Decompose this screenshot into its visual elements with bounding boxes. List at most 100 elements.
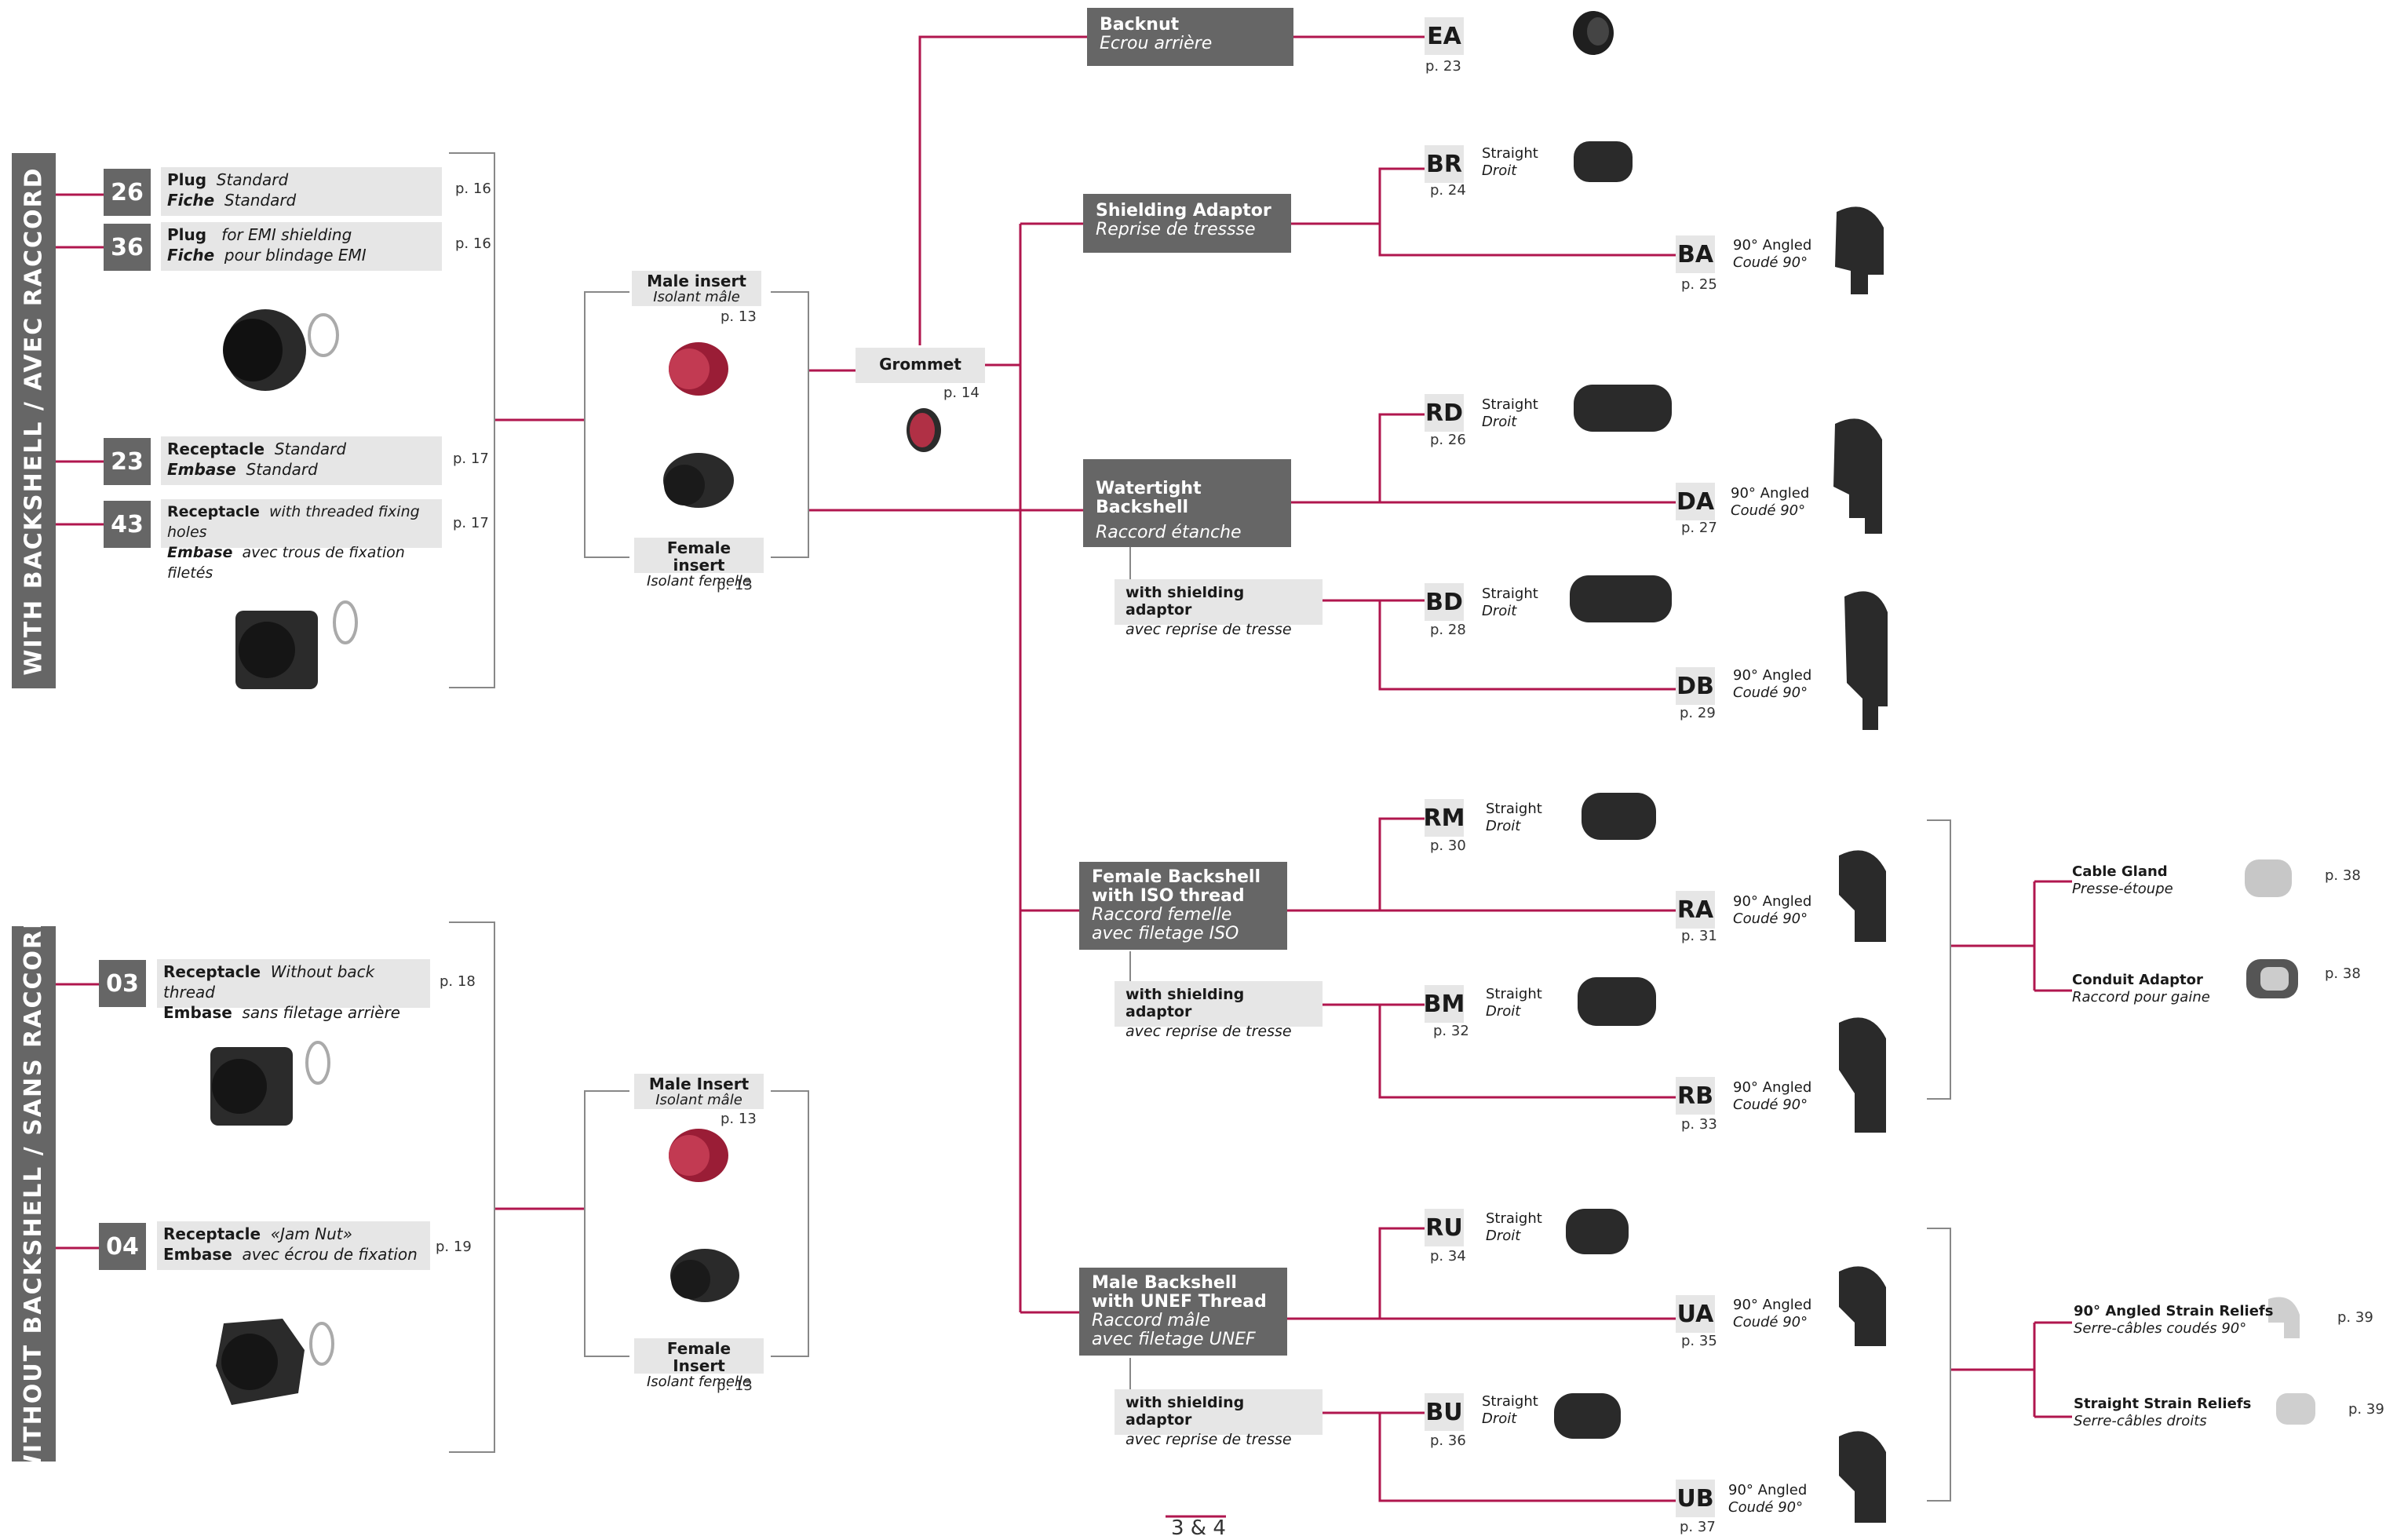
code-EA: EA: [1425, 17, 1464, 55]
connector-23-label: Receptacle Standard Embase Standard: [161, 436, 442, 485]
accessory-images: [2245, 859, 2315, 1425]
page-ref-female-insert: p. 13: [717, 577, 753, 593]
code-RD: RD: [1425, 394, 1464, 432]
page-ref-43: p. 17: [453, 515, 489, 531]
connector-images: [210, 11, 2315, 1523]
code-BM: BM: [1424, 985, 1465, 1023]
page-ref-cable-gland: p. 38: [2325, 867, 2361, 884]
receptacle-no-thread-image: [210, 1041, 330, 1126]
connector-43-label: Receptacle with threaded fixing holes Em…: [161, 499, 442, 582]
straight-backshell-images: [1554, 141, 1672, 1439]
code-DB: DB: [1676, 667, 1715, 705]
section-label-with-backshell: WITH BACKSHELL / AVEC RACCORD: [12, 153, 56, 688]
page-ref-male-insert: p. 13: [721, 308, 757, 325]
page-ref-26: p. 16: [455, 181, 491, 197]
connector-26-label: Plug Standard Fiche Standard: [161, 167, 442, 216]
code-BA: BA: [1676, 235, 1715, 273]
code-36: 36: [104, 224, 151, 271]
page-ref-DA: p. 27: [1681, 520, 1717, 536]
male-insert-image: [669, 342, 728, 396]
code-03: 03: [99, 960, 146, 1007]
page-ref-conduit-adaptor: p. 38: [2325, 965, 2361, 982]
connector-36-label: Plug for EMI shielding Fiche pour blinda…: [161, 222, 442, 271]
code-RA: RA: [1676, 891, 1715, 929]
female-backshell-box: Female Backshell with ISO thread Raccord…: [1079, 862, 1287, 950]
page-ref-BU: p. 36: [1430, 1432, 1466, 1449]
page-ref-RU: p. 34: [1430, 1248, 1466, 1264]
page-ref-BA: p. 25: [1681, 276, 1717, 293]
page-ref-RM: p. 30: [1430, 838, 1466, 854]
code-RM: RM: [1424, 799, 1465, 837]
section-label-without-backshell: WITHOUT BACKSHELL / SANS RACCORD: [12, 907, 56, 1480]
connector-03-label: Receptacle Without back thread Embase sa…: [157, 959, 430, 1022]
page-ref-angled-strain-relief: p. 39: [2337, 1309, 2373, 1326]
connector-04-label: Receptacle «Jam Nut» Embase avec écrou d…: [157, 1221, 430, 1270]
female-insert-bottom-image: [670, 1249, 739, 1302]
angled-backshell-images: [1833, 206, 1888, 1523]
code-BR: BR: [1425, 145, 1464, 183]
code-04: 04: [99, 1223, 146, 1270]
backnut-image: [1573, 11, 1614, 55]
code-RB: RB: [1676, 1077, 1715, 1115]
page-ref-BR: p. 24: [1430, 182, 1466, 199]
code-DA: DA: [1676, 483, 1715, 520]
code-BU: BU: [1425, 1393, 1464, 1431]
page-ref-UA: p. 35: [1681, 1333, 1717, 1349]
code-UA: UA: [1676, 1295, 1715, 1333]
page-ref-23: p. 17: [453, 451, 489, 467]
page-ref-36: p. 16: [455, 235, 491, 252]
grommet-label: Grommet: [856, 348, 985, 383]
code-BD: BD: [1425, 583, 1464, 621]
code-43: 43: [104, 501, 151, 548]
page-ref-EA: p. 23: [1425, 58, 1461, 75]
page-ref-03: p. 18: [440, 973, 476, 990]
page-ref-straight-strain-relief: p. 39: [2348, 1401, 2384, 1418]
grommet-image: [907, 408, 941, 452]
page-ref-male-insert-bottom: p. 13: [721, 1111, 757, 1127]
page-ref-RA: p. 31: [1681, 928, 1717, 944]
page-ref-UB: p. 37: [1680, 1519, 1716, 1535]
male-backshell-box: Male Backshell with UNEF Thread Raccord …: [1079, 1268, 1287, 1356]
page-ref-grommet: p. 14: [943, 385, 980, 401]
page-ref-DB: p. 29: [1680, 705, 1716, 721]
page-ref-04: p. 19: [436, 1239, 472, 1255]
page-ref-BM: p. 32: [1433, 1023, 1469, 1039]
jam-nut-receptacle-image: [216, 1319, 334, 1405]
receptacle-image: [235, 600, 358, 689]
page-ref-RD: p. 26: [1430, 432, 1466, 448]
page-ref-RB: p. 33: [1681, 1116, 1717, 1133]
page-number: 3 & 4: [1171, 1516, 1226, 1540]
code-23: 23: [104, 438, 151, 485]
page-ref-female-insert-bottom: p. 13: [717, 1378, 753, 1394]
male-insert-bottom-image: [669, 1129, 728, 1182]
plug-image: [223, 309, 339, 391]
female-insert-image: [663, 453, 734, 508]
code-26: 26: [104, 169, 151, 216]
